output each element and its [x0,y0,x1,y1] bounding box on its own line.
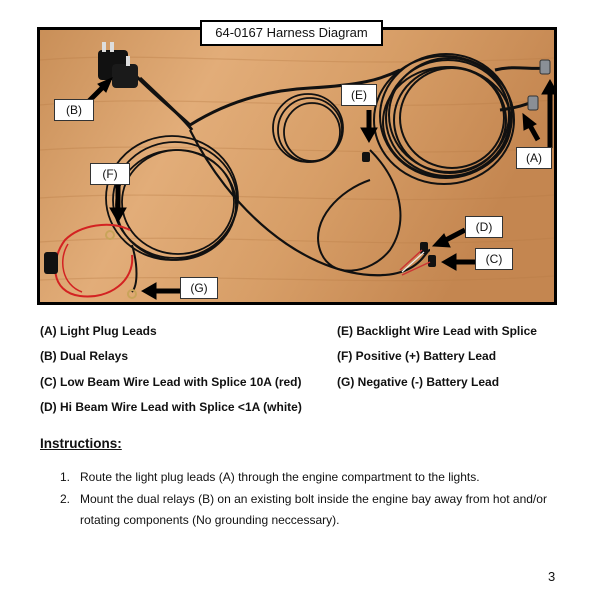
instructions-heading: Instructions: [40,436,122,451]
legend-item-a: (A) Light Plug Leads [40,324,157,338]
step-number: 1. [60,470,71,484]
callout-d: (D) [465,216,503,238]
page-number: 3 [548,569,556,584]
legend-item-e: (E) Backlight Wire Lead with Splice [337,324,537,338]
callout-f: (F) [90,163,130,185]
callout-b: (B) [54,99,94,121]
legend-item-b: (B) Dual Relays [40,349,129,363]
callout-g: (G) [180,277,218,299]
callout-c: (C) [475,248,513,270]
legend-item-f: (F) Positive (+) Battery Lead [337,349,497,363]
legend-item-g: (G) Negative (-) Battery Lead [337,375,500,389]
legend-item-c: (C) Low Beam Wire Lead with Splice 10A (… [40,375,302,389]
callout-a: (A) [516,147,552,169]
legend-item-d: (D) Hi Beam Wire Lead with Splice <1A (w… [40,400,302,414]
step-text: Mount the dual relays (B) on an existing… [80,492,547,506]
step-text: Route the light plug leads (A) through t… [80,470,480,484]
step-number: 2. [60,492,71,506]
callout-e: (E) [341,84,377,106]
diagram-title: 64-0167 Harness Diagram [200,20,383,46]
step-text-continued: rotating components (No grounding necces… [80,513,340,527]
